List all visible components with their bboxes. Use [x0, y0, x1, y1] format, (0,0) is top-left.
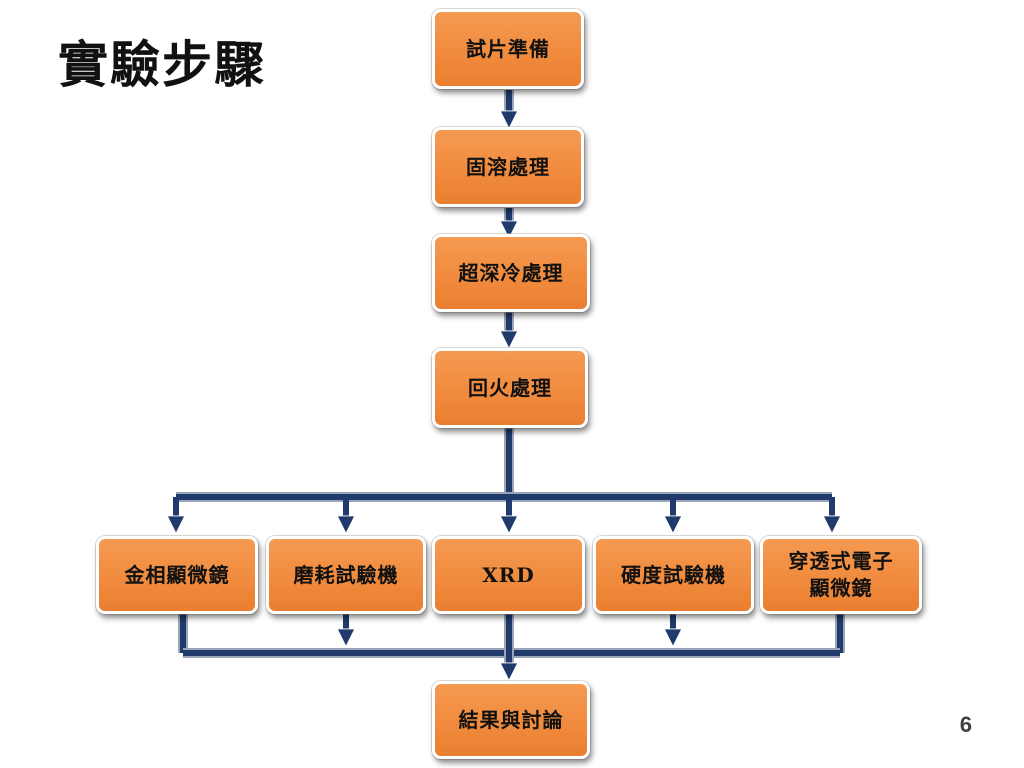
step-label: 固溶處理 — [466, 154, 550, 179]
step-box-tempering: 回火處理 — [432, 348, 588, 428]
analysis-box-tem: 穿透式電子顯微鏡 — [760, 536, 922, 614]
analysis-box-wear-tester: 磨耗試驗機 — [266, 536, 426, 614]
analysis-box-xrd: XRD — [432, 536, 585, 614]
branch-connector — [176, 428, 832, 525]
step-label: 回火處理 — [468, 375, 552, 400]
analysis-label: 硬度試驗機 — [621, 562, 726, 587]
analysis-label: 磨耗試驗機 — [293, 562, 399, 587]
step-box-cryogenic-treatment: 超深冷處理 — [432, 234, 590, 312]
step-box-specimen-prep: 試片準備 — [432, 9, 584, 89]
analysis-label: 金相顯微鏡 — [124, 562, 230, 587]
step-label: 試片準備 — [466, 36, 550, 61]
step-box-solution-treatment: 固溶處理 — [432, 127, 584, 207]
analysis-label: 穿透式電子顯微鏡 — [788, 549, 894, 600]
slide-title: 實驗步驟 — [58, 36, 266, 94]
analysis-label: XRD — [482, 562, 535, 587]
analysis-box-hardness-tester: 硬度試驗機 — [593, 536, 754, 614]
step-label: 超深冷處理 — [458, 260, 564, 285]
merge-connector — [178, 613, 845, 672]
analysis-box-optical-microscope: 金相顯微鏡 — [96, 536, 258, 614]
result-label: 結果與討論 — [458, 707, 564, 732]
result-box: 結果與討論 — [432, 681, 590, 759]
page-number: 6 — [959, 712, 972, 737]
